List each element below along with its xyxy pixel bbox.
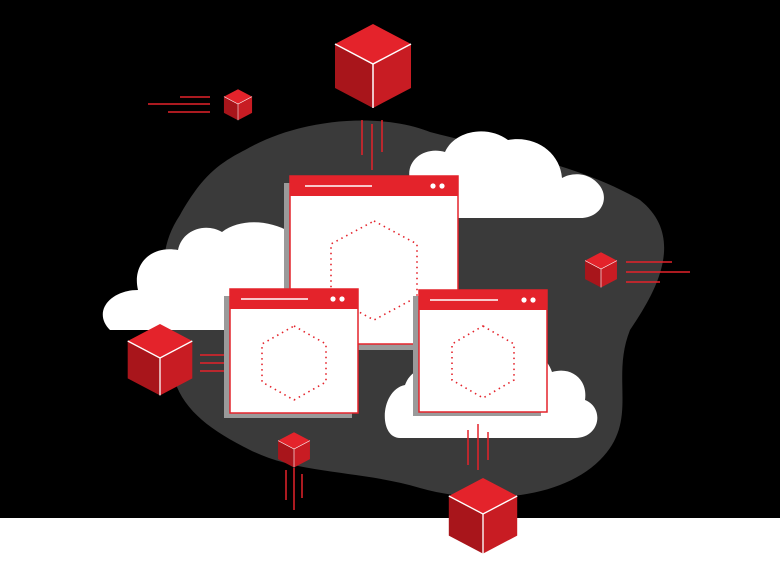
browser-window-icon [224,288,359,418]
browser-window-icon [413,289,548,416]
motion-lines [148,96,690,510]
browser-window-icon [284,175,459,350]
dotted-hexagon-icon [261,325,327,401]
floor [0,518,780,576]
